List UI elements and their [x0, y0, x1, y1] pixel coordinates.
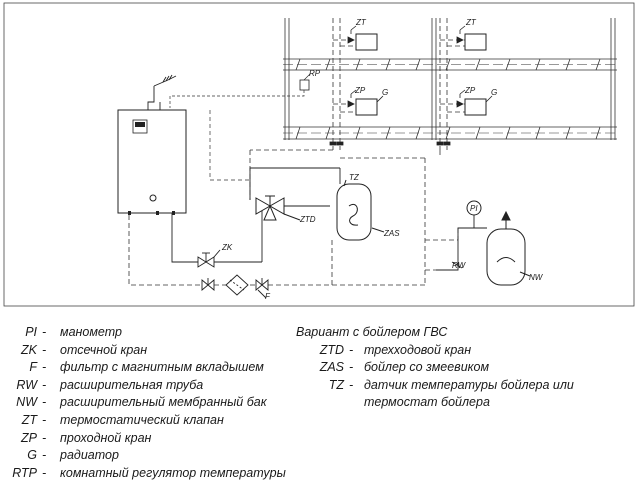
- legend-dash: -: [42, 412, 47, 427]
- legend-item-pi: PI - манометр: [0, 324, 290, 342]
- legend-dash: -: [42, 465, 47, 480]
- legend-desc: фильтр с магнитным вкладышем: [60, 360, 264, 375]
- legend-code: G: [27, 448, 37, 463]
- legend-dash: -: [349, 377, 354, 392]
- thermostatic-valve-icons: [347, 25, 493, 108]
- legend-desc: манометр: [60, 325, 122, 339]
- radiator-bottom-right: [464, 98, 487, 116]
- pressure-gauge-icon: [466, 200, 482, 216]
- return-pipes: [128, 215, 459, 286]
- legend-item-g: G - радиатор: [0, 447, 290, 465]
- legend-item-ztd: ZTD - трехходовой кран: [296, 342, 636, 360]
- legend-item-nw: NW - расширительный мембранный бак: [0, 394, 290, 412]
- label-g-left: G: [382, 88, 388, 97]
- label-f: F: [265, 292, 271, 301]
- riser-pipes: [249, 18, 467, 285]
- room-thermostat-icon: [299, 79, 310, 91]
- legend-code: RW: [16, 377, 37, 392]
- legend-desc: комнатный регулятор температуры: [60, 465, 286, 480]
- legend-item-zk: ZK - отсечной кран: [0, 342, 290, 360]
- legend-item-rw: RW - расширительная труба: [0, 377, 290, 395]
- legend-code: F: [29, 360, 37, 375]
- legend-right: Вариант с бойлером ГВС ZTD - трехходовой…: [296, 324, 636, 410]
- label-pi: PI: [470, 204, 478, 213]
- legend-dash: -: [42, 395, 47, 410]
- legend-code: PI: [25, 325, 37, 339]
- legend-dash: -: [349, 342, 354, 357]
- legend-desc: бойлер со змеевиком: [364, 360, 490, 375]
- legend-dash: -: [42, 377, 47, 392]
- label-zt-top-right: ZT: [465, 18, 477, 27]
- legend-item-tz: TZ - датчик температуры бойлера или терм…: [296, 377, 636, 410]
- legend-right-title: Вариант с бойлером ГВС: [296, 325, 448, 339]
- diagram-frame: [3, 2, 635, 307]
- boiler-unit: [117, 109, 187, 215]
- label-g-right: G: [491, 88, 497, 97]
- legend-code: ZTD: [319, 342, 344, 357]
- building-structure: [283, 18, 617, 140]
- radiators: [355, 33, 487, 116]
- legend-desc: расширительная труба: [60, 377, 204, 392]
- legend-desc: отсечной кран: [60, 342, 148, 357]
- legend-left: PI - манометр ZK - отсечной кран F - фил…: [0, 324, 290, 482]
- legend-code: ZP: [21, 430, 37, 445]
- label-rw: RW: [452, 261, 467, 270]
- legend-item-rtp: RTP - комнатный регулятор температуры: [0, 465, 290, 483]
- legend-code: ZK: [21, 342, 37, 357]
- legend-dash: -: [42, 342, 47, 357]
- legend-item-f: F - фильтр с магнитным вкладышем: [0, 359, 290, 377]
- cutoff-valve-icon: [197, 249, 221, 268]
- filter-icon: [201, 274, 269, 299]
- legend-item-zt: ZT - термостатический клапан: [0, 412, 290, 430]
- label-zt-top-left: ZT: [355, 18, 367, 27]
- legend-dash: -: [42, 325, 47, 339]
- expansion-pipe: [436, 215, 487, 271]
- legend-code: NW: [16, 395, 37, 410]
- legend-dash: -: [42, 448, 47, 463]
- boiler-indicator-icon: [149, 194, 157, 202]
- label-zas: ZAS: [383, 229, 400, 238]
- legend-desc: датчик температуры бойлера или термостат…: [364, 377, 574, 410]
- flue-pipe: [147, 74, 177, 110]
- label-ztd: ZTD: [299, 215, 316, 224]
- three-way-valve-icon: [255, 195, 301, 221]
- riser-valves: [329, 141, 451, 146]
- legend-desc: термостатический клапан: [60, 412, 224, 427]
- radiator-bottom-left: [355, 98, 378, 116]
- label-zp-left: ZP: [354, 86, 366, 95]
- label-zk: ZK: [221, 243, 233, 252]
- legend-dash: -: [349, 360, 354, 375]
- radiator-top-right: [464, 33, 487, 51]
- expansion-vessel: [486, 210, 531, 286]
- label-rp: RP: [309, 69, 321, 78]
- legend-item-zp: ZP - проходной кран: [0, 430, 290, 448]
- dhw-boiler-tank: [336, 179, 385, 241]
- legend-desc: радиатор: [60, 448, 119, 463]
- label-zp-right: ZP: [464, 86, 476, 95]
- label-tz: TZ: [349, 173, 360, 182]
- radiator-top-left: [355, 33, 378, 51]
- legend-dash: -: [42, 430, 47, 445]
- legend-code: TZ: [328, 377, 344, 392]
- legend-code: RTP: [12, 465, 37, 480]
- legend-item-zas: ZAS - бойлер со змеевиком: [296, 359, 636, 377]
- legend-code: ZT: [21, 412, 37, 427]
- legend-desc: проходной кран: [60, 430, 152, 445]
- legend-code: ZAS: [319, 360, 344, 375]
- label-nw: NW: [529, 273, 544, 282]
- legend-desc: трехходовой кран: [364, 342, 472, 357]
- legend-desc: расширительный мембранный бак: [60, 395, 267, 410]
- legend-dash: -: [42, 360, 47, 375]
- heating-scheme-diagram: ZT ZT RP ZP G ZP G TZ ZTD ZAS ZK F PI RW…: [3, 2, 635, 307]
